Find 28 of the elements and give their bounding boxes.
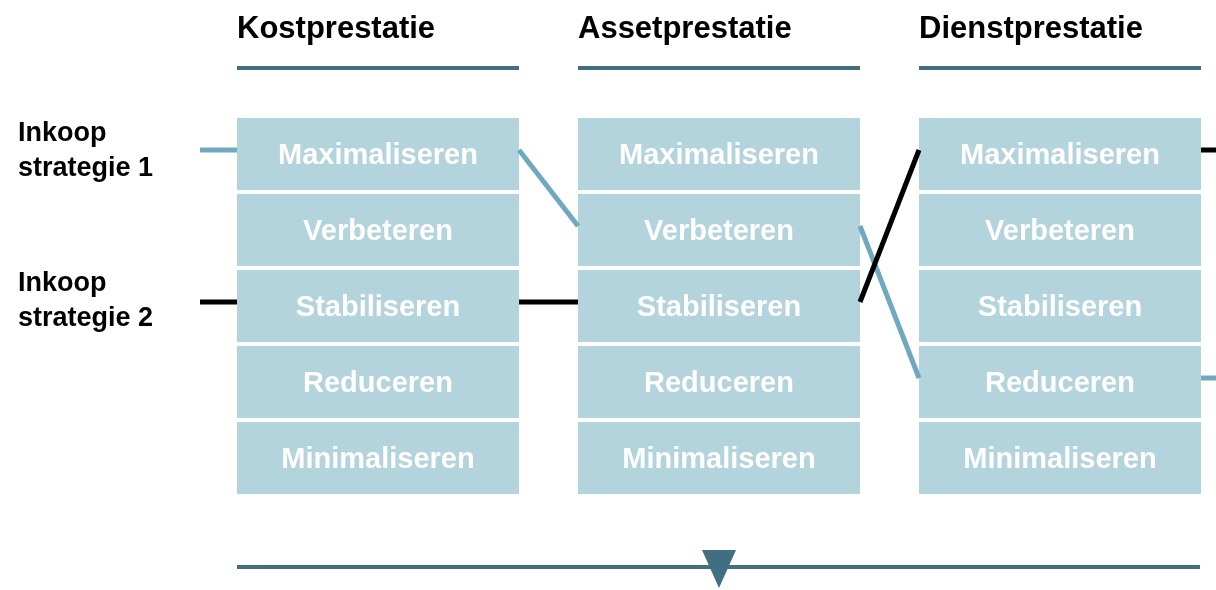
strategy-line	[857, 225, 922, 379]
level-box: Verbeteren	[919, 194, 1201, 266]
level-box: Reduceren	[919, 346, 1201, 418]
level-box: Stabiliseren	[578, 270, 860, 342]
level-box: Minimaliseren	[919, 422, 1201, 494]
strategy-line	[1201, 147, 1216, 153]
strategy-line	[200, 147, 237, 153]
level-box: Minimaliseren	[237, 422, 519, 494]
strategy-line	[517, 148, 580, 228]
level-box: Reduceren	[578, 346, 860, 418]
level-box: Verbeteren	[237, 194, 519, 266]
strategy-line	[1201, 375, 1216, 381]
column-heading: Kostprestatie	[237, 10, 436, 46]
strategy-line	[519, 299, 578, 305]
level-box: Stabiliseren	[919, 270, 1201, 342]
level-box: Reduceren	[237, 346, 519, 418]
column-heading: Assetprestatie	[578, 10, 792, 46]
level-box: Maximaliseren	[237, 118, 519, 190]
level-box: Verbeteren	[578, 194, 860, 266]
strategy-label: Inkoop strategie 2	[18, 265, 200, 340]
level-box: Minimaliseren	[578, 422, 860, 494]
level-box: Maximaliseren	[578, 118, 860, 190]
strategy-label: Inkoop strategie 1	[18, 115, 200, 190]
level-box: Stabiliseren	[237, 270, 519, 342]
level-box: Maximaliseren	[919, 118, 1201, 190]
strategy-line	[200, 299, 237, 305]
column-heading: Dienstprestatie	[919, 10, 1143, 46]
strategy-line	[857, 149, 922, 303]
